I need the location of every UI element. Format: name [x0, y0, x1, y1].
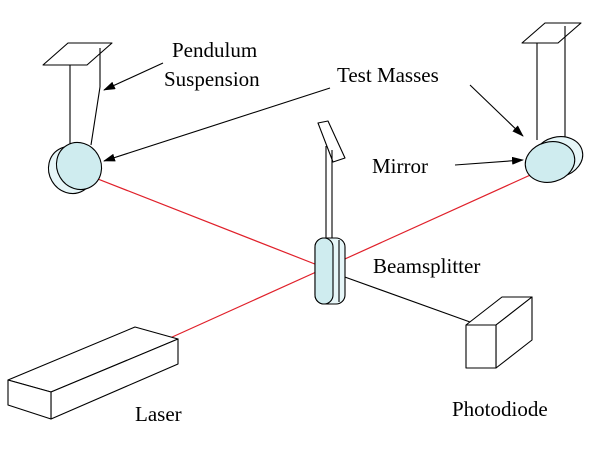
- label-pendulum: Pendulum: [172, 38, 257, 62]
- beamsplitter-mount-flag: [317, 120, 346, 163]
- label-suspension: Suspension: [164, 67, 260, 91]
- photodiode-box: [465, 296, 533, 369]
- beam-laser-to-splitter: [169, 267, 326, 339]
- output-line-to-photodiode: [341, 275, 471, 323]
- right-test-mass-mirror: [524, 136, 584, 183]
- arrow-pendulum-suspension: [103, 62, 164, 91]
- beamsplitter-front-face: [314, 237, 334, 305]
- label-photodiode: Photodiode: [452, 397, 548, 421]
- beam-splitter-to-right-mirror: [324, 166, 549, 269]
- right-suspension-plate: [521, 22, 582, 44]
- label-mirror: Mirror: [372, 154, 428, 178]
- left-test-mass-mirror: [47, 141, 103, 195]
- left-suspension-plate: [42, 42, 113, 66]
- laser-box: [7, 326, 179, 420]
- left-pendulum-suspension: [42, 42, 113, 150]
- beam-splitter-to-left-mirror: [79, 171, 326, 269]
- laser-beams: [79, 166, 549, 339]
- arrow-test-masses-left: [103, 87, 331, 162]
- label-test-masses: Test Masses: [337, 63, 439, 87]
- annotation-arrows: [103, 62, 524, 166]
- arrow-mirror: [454, 156, 524, 166]
- diagram-labels: Pendulum Suspension Test Masses Mirror B…: [135, 38, 548, 426]
- label-laser: Laser: [135, 402, 182, 426]
- arrow-test-masses-right: [469, 84, 524, 137]
- beamsplitter: [314, 120, 346, 305]
- right-pendulum-suspension: [521, 22, 582, 140]
- label-beamsplitter: Beamsplitter: [373, 254, 480, 278]
